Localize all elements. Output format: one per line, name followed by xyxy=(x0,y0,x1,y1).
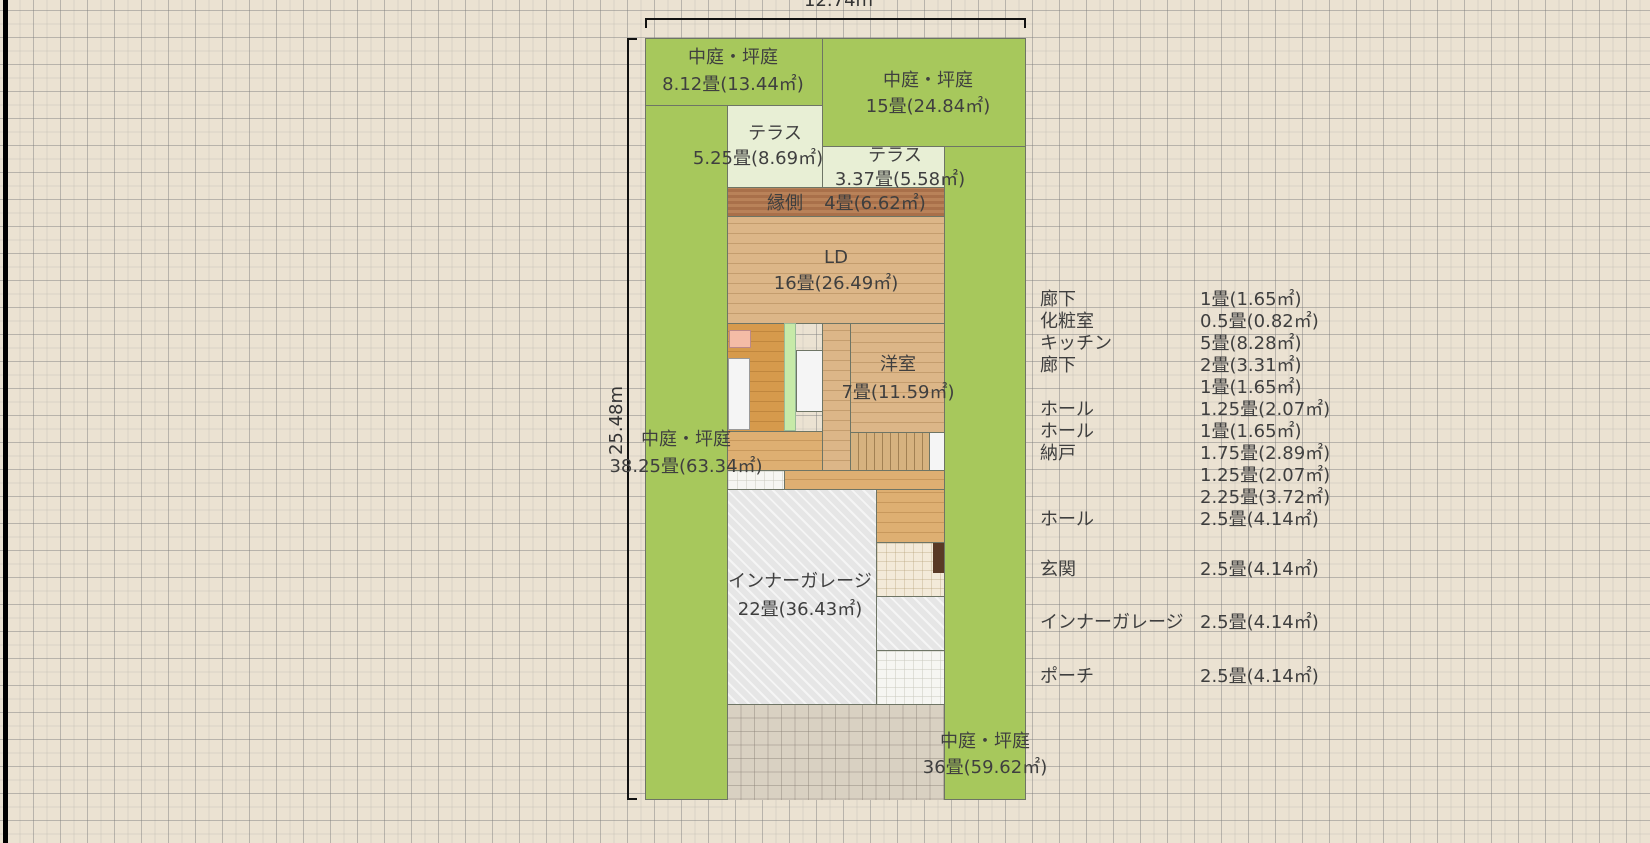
room-area: 16畳(26.49㎡) xyxy=(773,273,899,294)
room-label: 玄関 xyxy=(1040,559,1076,580)
room-label: 納戸 xyxy=(1040,443,1076,464)
storage-side xyxy=(929,432,945,471)
room-inner-garage[interactable] xyxy=(727,489,877,705)
room-area: 8.12畳(13.44㎡) xyxy=(662,74,804,95)
room-label: 中庭・坪庭 xyxy=(940,731,1030,752)
room-label: 廊下 xyxy=(1040,355,1076,376)
room-label: 中庭・坪庭 xyxy=(883,70,973,91)
room-inner-garage-small[interactable] xyxy=(876,596,945,651)
room-area: 2.25畳(3.72㎡) xyxy=(1200,487,1331,508)
room-courtyard-right[interactable] xyxy=(944,146,1026,800)
room-powder-room[interactable] xyxy=(796,350,823,412)
room-label: 洋室 xyxy=(880,354,916,375)
room-area: 7畳(11.59㎡) xyxy=(841,382,955,403)
room-area: 5.25畳(8.69㎡) xyxy=(692,148,824,169)
shoe-cabinet xyxy=(933,543,944,573)
room-label: キッチン xyxy=(1040,333,1112,354)
room-label: 廊下 xyxy=(1040,289,1076,310)
width-dimension-line xyxy=(645,18,1026,20)
room-courtyard-top-right[interactable] xyxy=(822,38,1026,147)
room-label: 中庭・坪庭 xyxy=(641,429,731,450)
room-label: テラス xyxy=(748,123,802,144)
room-terrace-2[interactable] xyxy=(822,146,945,188)
room-western[interactable] xyxy=(850,323,945,433)
room-area: 2.5畳(4.14㎡) xyxy=(1200,666,1319,687)
room-area: 15畳(24.84㎡) xyxy=(865,96,991,117)
room-terrace-1[interactable] xyxy=(727,105,823,188)
room-hall-entry[interactable] xyxy=(876,489,945,543)
room-porch[interactable] xyxy=(876,650,945,705)
kitchen-counter xyxy=(728,358,750,430)
room-area: 1畳(1.65㎡) xyxy=(1200,289,1302,310)
room-area: 2畳(3.31㎡) xyxy=(1200,355,1302,376)
room-label: LD xyxy=(824,247,848,268)
room-area: 1畳(1.65㎡) xyxy=(1200,421,1302,442)
room-storage[interactable] xyxy=(850,432,930,471)
room-area: 2.5畳(4.14㎡) xyxy=(1200,559,1319,580)
room-area: 22畳(36.43㎡) xyxy=(737,599,863,620)
room-area: 38.25畳(63.34㎡) xyxy=(609,456,763,477)
kitchen-sink-icon xyxy=(729,330,751,348)
room-label: ポーチ xyxy=(1040,666,1094,687)
room-label: 化粧室 xyxy=(1040,311,1094,332)
room-hall-left[interactable] xyxy=(727,431,823,471)
room-genkan[interactable] xyxy=(876,542,945,597)
room-label: ホール xyxy=(1040,509,1094,530)
room-area: 4畳(6.62㎡) xyxy=(824,193,926,214)
room-label: ホール xyxy=(1040,421,1094,442)
room-label: 縁側 xyxy=(767,193,803,214)
room-bottom-mid[interactable] xyxy=(784,470,945,490)
room-label: インナーガレージ xyxy=(728,571,872,592)
width-dimension-tick-right xyxy=(1024,18,1026,28)
height-dimension-line xyxy=(627,38,629,800)
room-area: 1.25畳(2.07㎡) xyxy=(1200,399,1331,420)
canvas-edge xyxy=(3,0,8,843)
room-corridor[interactable] xyxy=(822,323,851,471)
driveway[interactable] xyxy=(727,704,945,800)
room-area: 0.5畳(0.82㎡) xyxy=(1200,311,1319,332)
room-label: ホール xyxy=(1040,399,1094,420)
width-dimension-tick-left xyxy=(645,18,647,28)
room-label: インナーガレージ xyxy=(1040,612,1184,633)
room-ld[interactable] xyxy=(727,216,945,324)
room-label: 中庭・坪庭 xyxy=(688,47,778,68)
room-area: 3.37畳(5.58㎡) xyxy=(834,169,966,190)
height-dimension-tick-top xyxy=(627,38,637,40)
room-area: 1.25畳(2.07㎡) xyxy=(1200,465,1331,486)
room-area: 1畳(1.65㎡) xyxy=(1200,377,1302,398)
room-courtyard-left[interactable] xyxy=(645,105,728,800)
height-dimension-tick-bottom xyxy=(627,798,637,800)
room-area: 2.5畳(4.14㎡) xyxy=(1200,612,1319,633)
room-area: 36畳(59.62㎡) xyxy=(922,757,1048,778)
room-green-strip[interactable] xyxy=(784,323,796,431)
room-area: 1.75畳(2.89㎡) xyxy=(1200,443,1331,464)
width-dimension-label: 12.74m xyxy=(804,0,874,11)
room-courtyard-top-left[interactable] xyxy=(645,38,823,106)
room-area: 5畳(8.28㎡) xyxy=(1200,333,1302,354)
room-label: テラス xyxy=(868,145,922,166)
height-dimension-label: 25.48m xyxy=(606,385,628,456)
room-area: 2.5畳(4.14㎡) xyxy=(1200,509,1319,530)
